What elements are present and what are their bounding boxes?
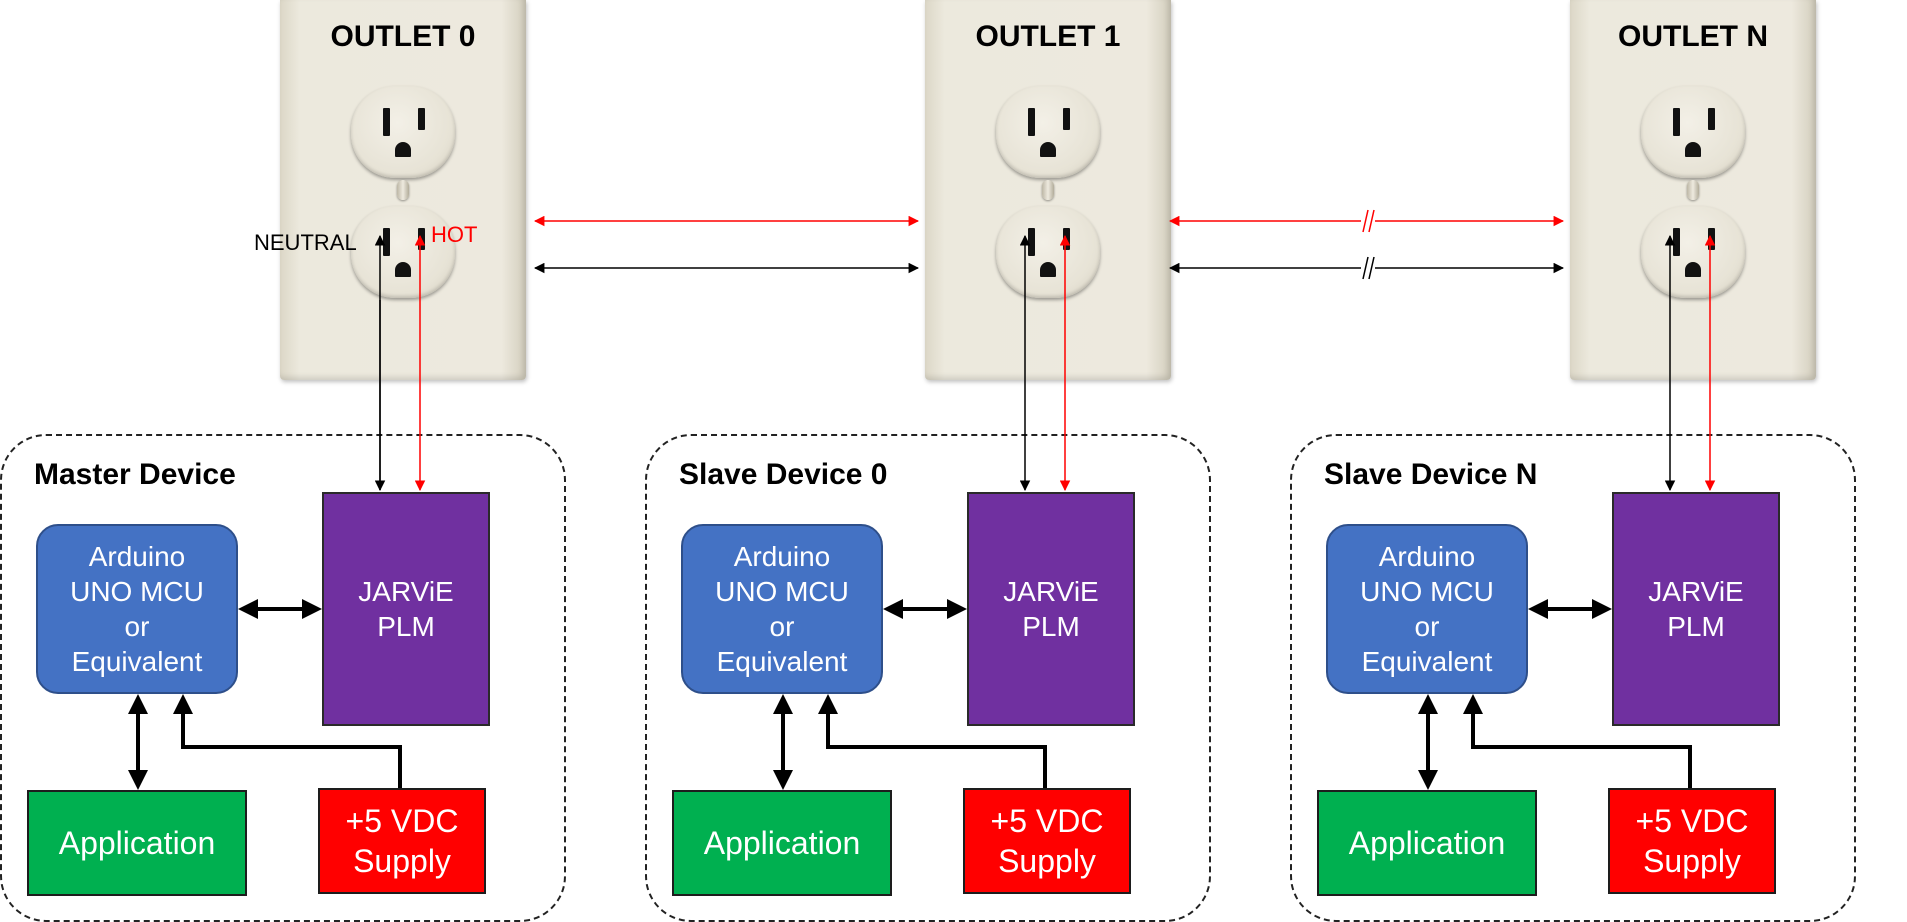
upper-receptacle [351, 86, 455, 178]
screw-icon [1687, 180, 1699, 200]
mcu-label: Arduino UNO MCU or Equivalent [715, 541, 849, 677]
application-label: Application [58, 825, 216, 861]
hot-slot [418, 108, 425, 130]
mcu-label: Arduino UNO MCU or Equivalent [1360, 541, 1494, 677]
device-title: Slave Device 0 [679, 458, 888, 491]
screw-icon [1042, 180, 1054, 200]
application-label: Application [1348, 825, 1506, 861]
mcu-block: Arduino UNO MCU or Equivalent [681, 524, 883, 694]
plm-block: JARViE PLM [322, 492, 490, 726]
mcu-block: Arduino UNO MCU or Equivalent [36, 524, 238, 694]
outlet-title: OUTLET N [1618, 20, 1768, 53]
neutral-slot [1028, 228, 1035, 256]
hot-slot [418, 228, 425, 250]
application-block: Application [672, 790, 892, 896]
screw-icon [397, 180, 409, 200]
outlet-title: OUTLET 1 [975, 20, 1121, 53]
device-title: Master Device [34, 458, 236, 491]
application-label: Application [703, 825, 861, 861]
ground-hole [395, 142, 411, 157]
plm-block: JARViE PLM [967, 492, 1135, 726]
ground-hole [1685, 142, 1701, 157]
lower-receptacle [996, 206, 1100, 298]
supply-label: +5 VDC Supply [345, 803, 459, 879]
application-block: Application [27, 790, 247, 896]
neutral-slot [383, 108, 390, 136]
upper-receptacle [996, 86, 1100, 178]
mcu-label: Arduino UNO MCU or Equivalent [70, 541, 204, 677]
hot-slot [1708, 108, 1715, 130]
outlet-1-plate: OUTLET 1 [925, 0, 1171, 380]
neutral-slot [1673, 108, 1680, 136]
supply-block: +5 VDC Supply [318, 788, 486, 894]
supply-block: +5 VDC Supply [963, 788, 1131, 894]
supply-label: +5 VDC Supply [1635, 803, 1749, 879]
upper-receptacle [1641, 86, 1745, 178]
lower-receptacle [1641, 206, 1745, 298]
break-mark [1361, 206, 1375, 236]
neutral-label: NEUTRAL [254, 230, 357, 255]
plm-block: JARViE PLM [1612, 492, 1780, 726]
outlet-0-plate: OUTLET 0 [280, 0, 526, 380]
hot-slot [1063, 108, 1070, 130]
hot-label: HOT [431, 222, 478, 247]
plm-label: JARViE PLM [1003, 576, 1099, 642]
neutral-slot [1673, 228, 1680, 256]
neutral-slot [383, 228, 390, 256]
outlet-title: OUTLET 0 [330, 20, 476, 53]
hot-slot [1063, 228, 1070, 250]
mcu-block: Arduino UNO MCU or Equivalent [1326, 524, 1528, 694]
supply-block: +5 VDC Supply [1608, 788, 1776, 894]
ground-hole [1685, 262, 1701, 277]
supply-label: +5 VDC Supply [990, 803, 1104, 879]
outlet-n-plate: OUTLET N [1570, 0, 1816, 380]
break-mark [1361, 253, 1375, 283]
neutral-slot [1028, 108, 1035, 136]
lower-receptacle [351, 206, 455, 298]
plm-label: JARViE PLM [358, 576, 454, 642]
ground-hole [395, 262, 411, 277]
ground-hole [1040, 142, 1056, 157]
application-block: Application [1317, 790, 1537, 896]
hot-slot [1708, 228, 1715, 250]
device-title: Slave Device N [1324, 458, 1538, 491]
plm-label: JARViE PLM [1648, 576, 1744, 642]
ground-hole [1040, 262, 1056, 277]
